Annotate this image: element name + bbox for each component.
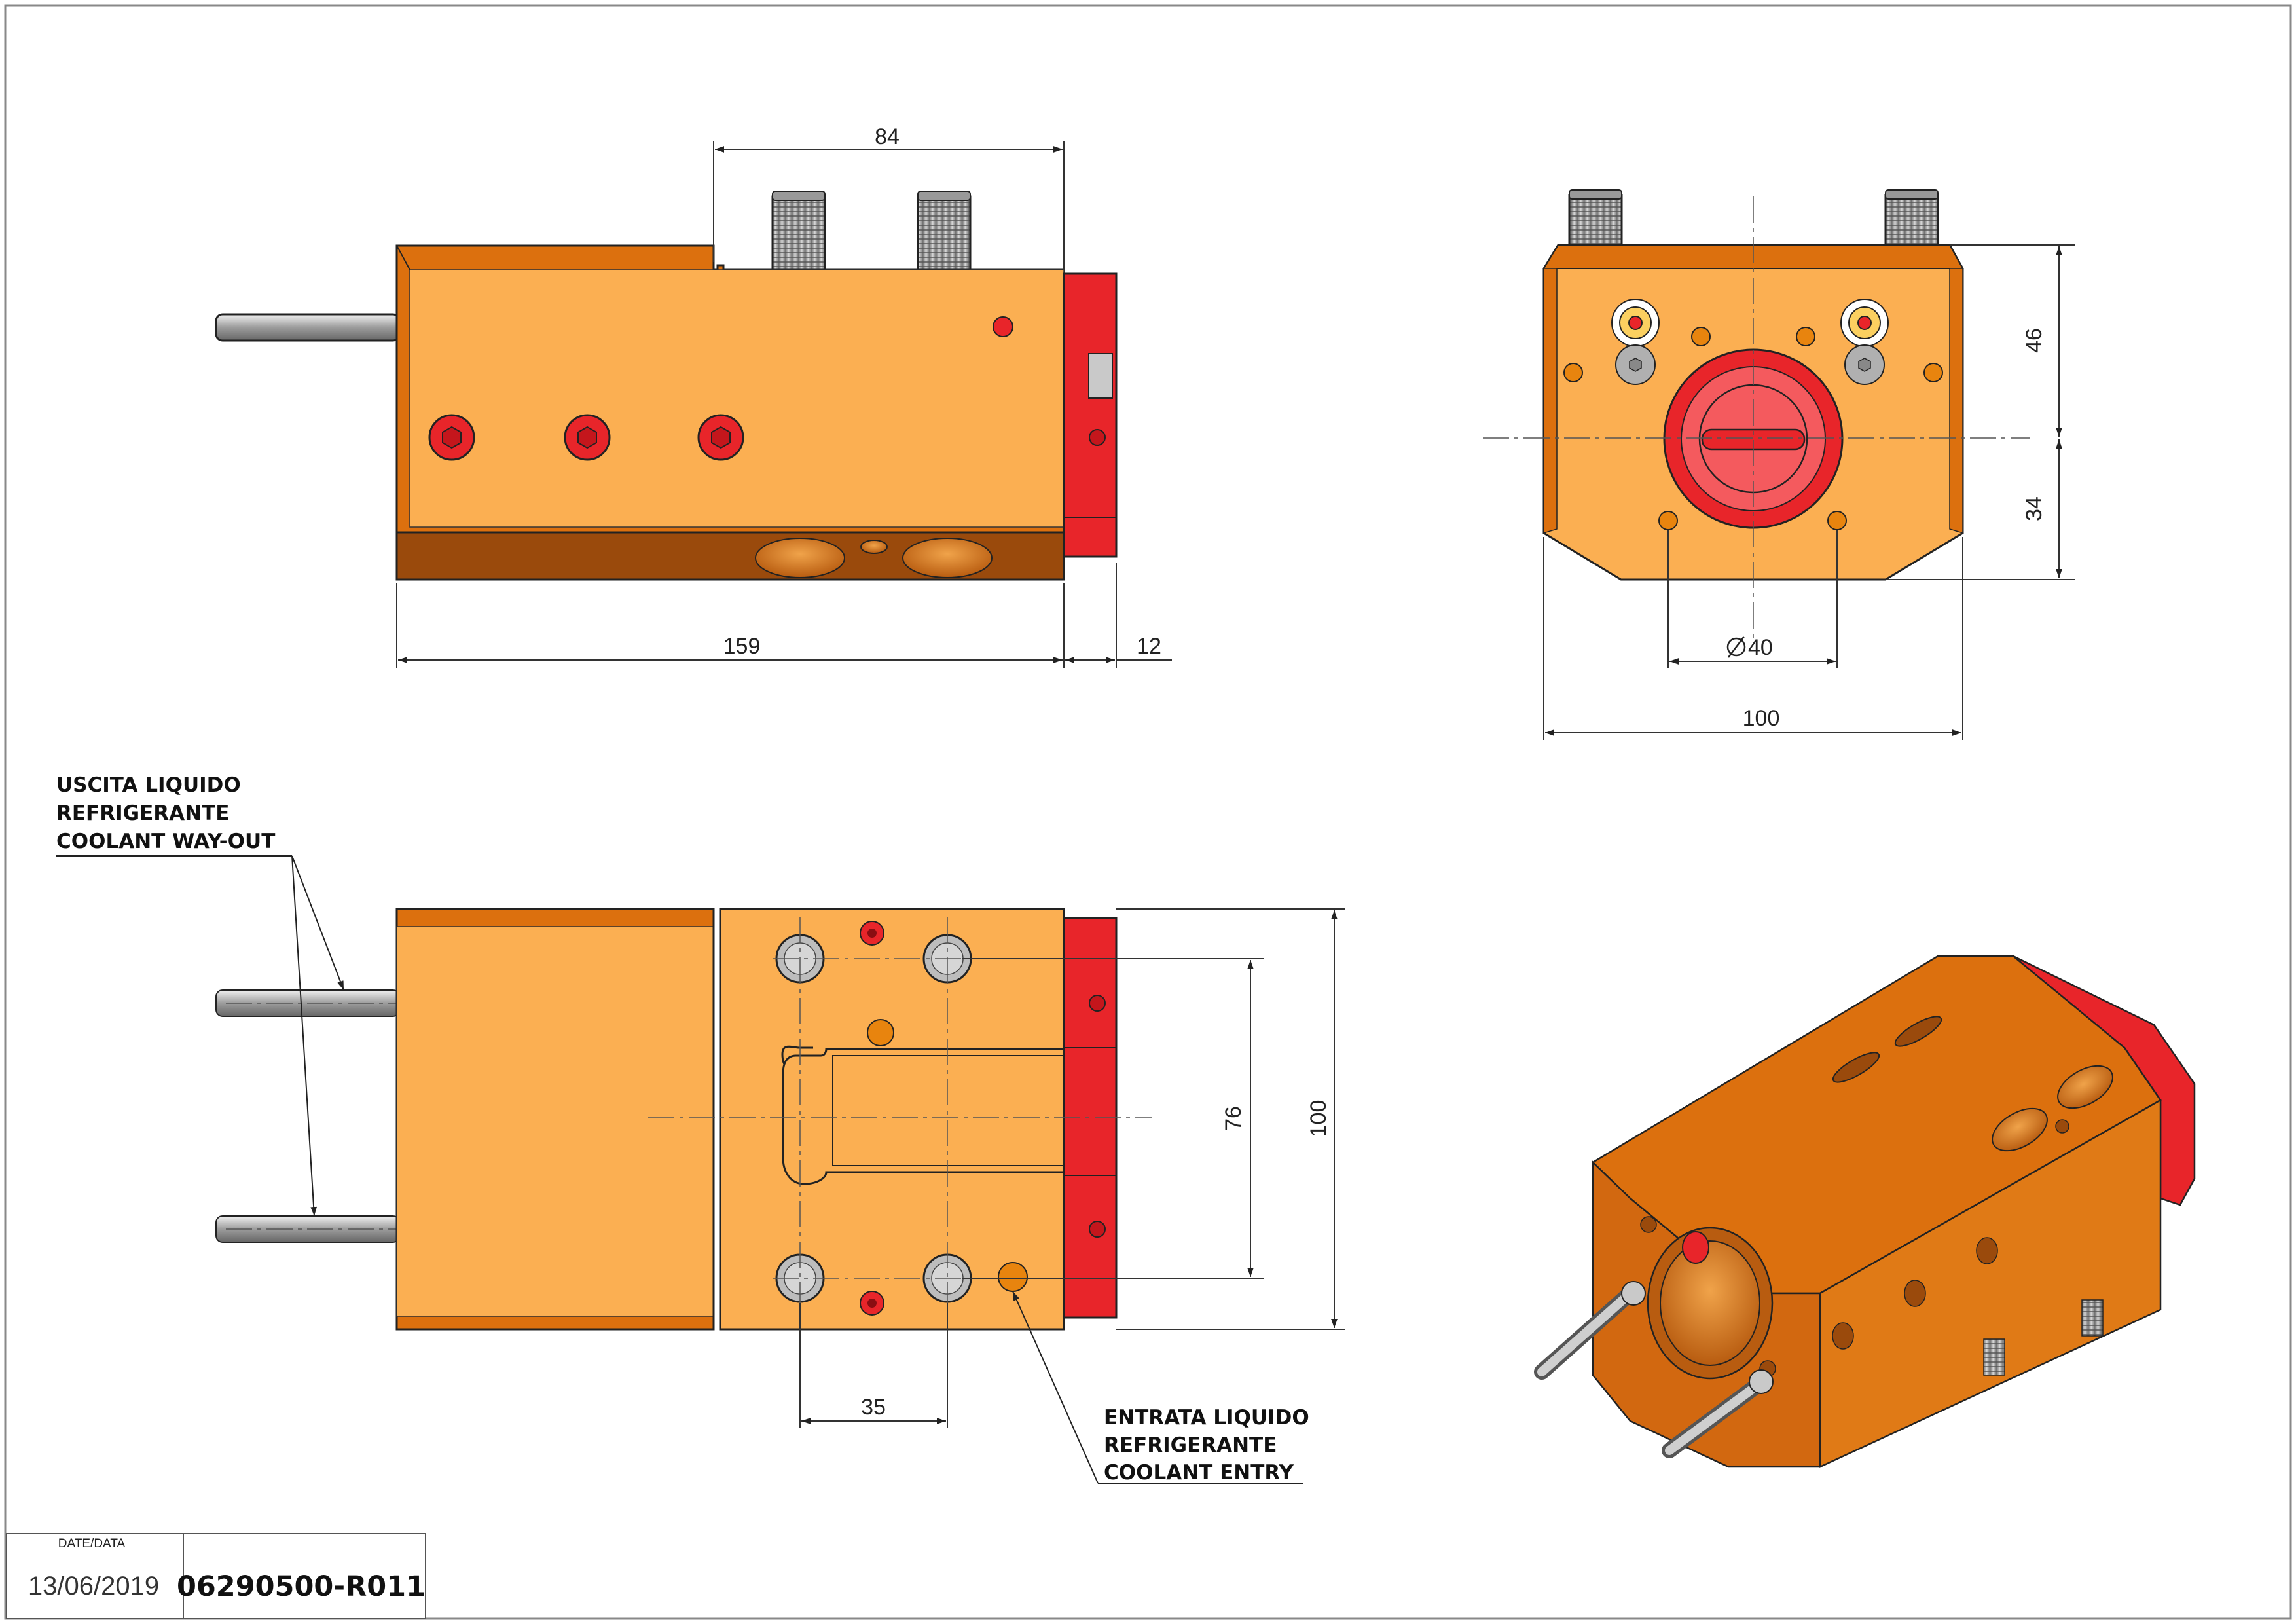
title-block: DATE/DATA 13/06/2019 06290500-R011 (6, 1533, 426, 1619)
dim-side-46: 46 (2022, 328, 2047, 353)
side-fitting-left (1611, 299, 1660, 385)
front-stud-right (917, 195, 972, 271)
dim-front-159: 159 (723, 634, 761, 659)
date-value: 13/06/2019 (28, 1572, 159, 1600)
svg-text:REFRIGERANTE: REFRIGERANTE (56, 802, 229, 825)
dim-top-35: 35 (861, 1395, 886, 1420)
isometric-view (1534, 955, 2196, 1468)
front-body-face (409, 269, 1065, 528)
dim-side-100: 100 (1743, 706, 1780, 731)
diameter-symbol-icon (1726, 636, 1746, 658)
date-label: DATE/DATA (58, 1537, 126, 1551)
hex-socket-icon (697, 414, 744, 461)
front-recess-left (755, 538, 845, 578)
front-flange (1063, 272, 1118, 558)
hex-socket-icon (428, 414, 475, 461)
side-stud-right (1884, 194, 1939, 246)
side-fitting-right (1840, 299, 1889, 385)
dim-top-76: 76 (1221, 1106, 1246, 1131)
svg-text:REFRIGERANTE: REFRIGERANTE (1104, 1433, 1277, 1457)
note-coolant-out: USCITA LIQUIDO REFRIGERANTE COOLANT WAY-… (56, 773, 344, 1217)
front-stud-left (771, 195, 826, 271)
side-view: 46 34 40 100 (1483, 189, 2075, 740)
svg-text:USCITA LIQUIDO: USCITA LIQUIDO (56, 773, 241, 797)
dim-side-34: 34 (2022, 496, 2047, 521)
front-recess-right (902, 538, 993, 578)
front-rod (215, 313, 401, 342)
hex-socket-icon (564, 414, 611, 461)
svg-text:COOLANT WAY-OUT: COOLANT WAY-OUT (56, 830, 275, 853)
top-view: 76 100 35 (215, 908, 1345, 1428)
side-stud-left (1568, 194, 1623, 246)
note-coolant-in: ENTRATA LIQUIDO REFRIGERANTE COOLANT ENT… (1012, 1291, 1309, 1485)
sheet-border (4, 4, 2292, 1620)
svg-text:COOLANT ENTRY: COOLANT ENTRY (1104, 1461, 1294, 1485)
dim-side-40: 40 (1748, 635, 1773, 660)
dim-front-84: 84 (875, 124, 900, 149)
dim-front-12: 12 (1137, 634, 1161, 659)
drawing-code: 06290500-R011 (177, 1570, 426, 1603)
svg-text:ENTRATA LIQUIDO: ENTRATA LIQUIDO (1104, 1406, 1309, 1430)
front-view: 84 159 12 (215, 124, 1172, 668)
dim-top-100: 100 (1306, 1100, 1331, 1137)
